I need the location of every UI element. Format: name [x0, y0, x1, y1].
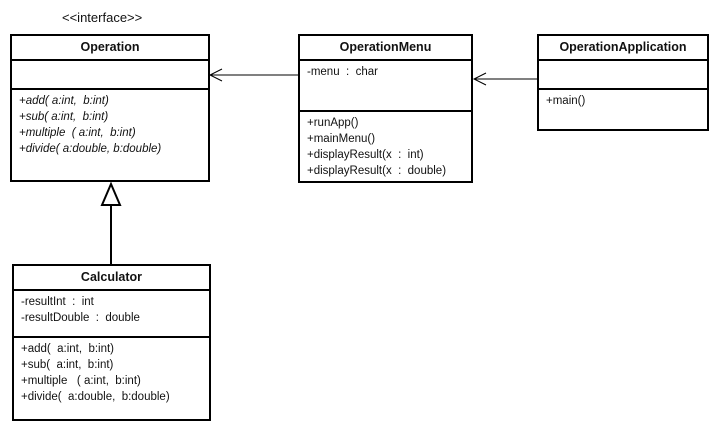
method-line: +sub( a:int, b:int)	[21, 359, 114, 371]
class-operation-menu-methods: +runApp() +mainMenu() +displayResult(x :…	[300, 112, 471, 182]
menu-to-operation-arrowhead	[208, 68, 223, 82]
method-line: +displayResult(x : double)	[307, 165, 447, 177]
class-operation-application-attributes	[539, 61, 707, 90]
class-calculator-attributes: -resultInt : int -resultDouble : double	[14, 291, 209, 338]
method-line: +runApp()	[307, 117, 359, 129]
attribute-line: -resultInt : int	[21, 296, 94, 308]
method-line: +sub( a:int, b:int)	[19, 111, 109, 123]
app-to-menu-arrowhead	[472, 72, 487, 86]
method-line: +displayResult(x : int)	[307, 149, 424, 161]
class-operation-methods: +add( a:int, b:int) +sub( a:int, b:int) …	[12, 90, 208, 160]
class-operation-name: Operation	[12, 36, 208, 61]
class-calculator-name: Calculator	[14, 266, 209, 291]
method-line: +mainMenu()	[307, 133, 376, 145]
attribute-line: -resultDouble : double	[21, 312, 140, 324]
interface-stereotype: <<interface>>	[62, 10, 143, 25]
class-operation-application-name: OperationApplication	[539, 36, 707, 61]
attribute-line: -menu : char	[307, 66, 378, 78]
method-line: +multiple ( a:int, b:int)	[19, 127, 136, 139]
method-line: +divide( a:double, b:double)	[19, 143, 162, 155]
class-operation: Operation +add( a:int, b:int) +sub( a:in…	[10, 34, 210, 182]
method-line: +add( a:int, b:int)	[19, 95, 109, 107]
class-operation-menu-attributes: -menu : char	[300, 61, 471, 112]
method-line: +multiple ( a:int, b:int)	[21, 375, 141, 387]
realization-triangle	[100, 181, 122, 206]
method-line: +main()	[546, 95, 586, 107]
method-line: +divide( a:double, b:double)	[21, 391, 170, 403]
class-operation-menu: OperationMenu -menu : char +runApp() +ma…	[298, 34, 473, 183]
method-line: +add( a:int, b:int)	[21, 343, 115, 355]
class-calculator-methods: +add( a:int, b:int) +sub( a:int, b:int) …	[14, 338, 209, 408]
class-operation-application: OperationApplication +main()	[537, 34, 709, 131]
class-calculator: Calculator -resultInt : int -resultDoubl…	[12, 264, 211, 421]
class-operation-menu-name: OperationMenu	[300, 36, 471, 61]
class-operation-attributes	[12, 61, 208, 90]
class-operation-application-methods: +main()	[539, 90, 707, 112]
